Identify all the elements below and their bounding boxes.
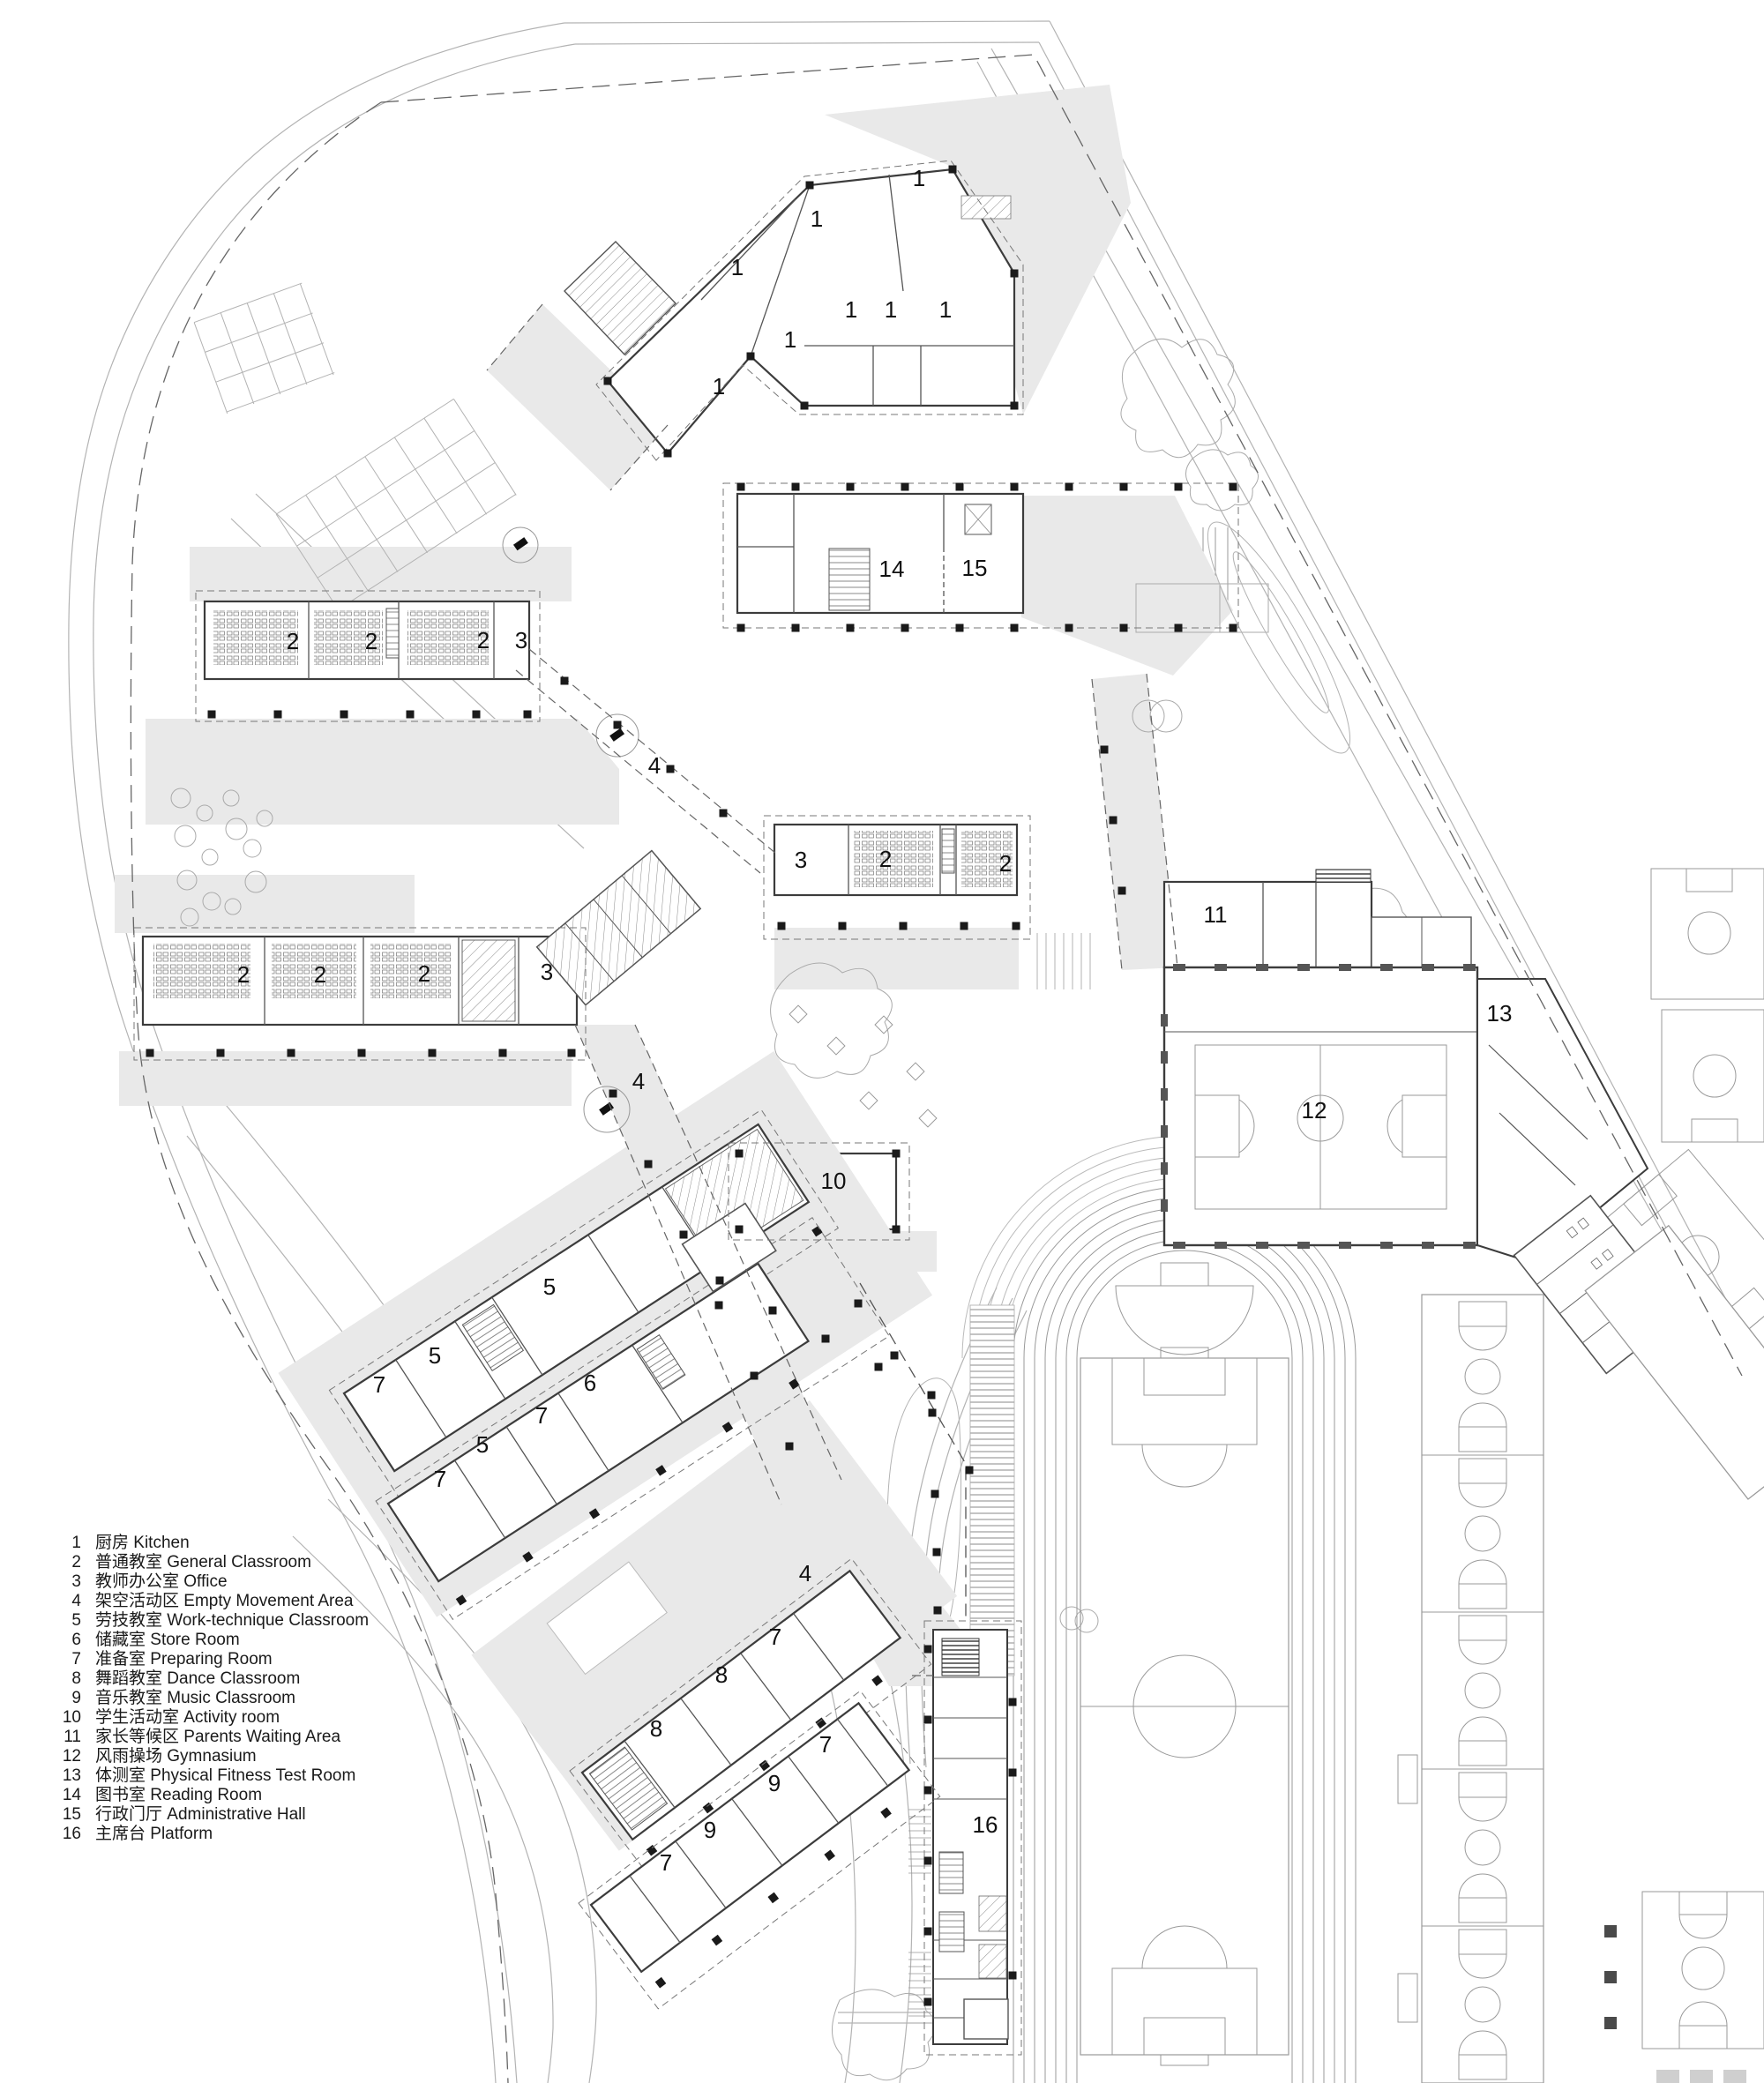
legend-item-number: 9 [71, 1689, 81, 1707]
room-number-label-7: 7 [535, 1402, 548, 1429]
legend-item-text: 普通教室 General Classroom [95, 1553, 311, 1572]
legend-item-7: 7 准备室 Preparing Room [53, 1650, 369, 1669]
room-number-label-2: 2 [418, 960, 430, 987]
legend-item-text: 风雨操场 Gymnasium [95, 1747, 257, 1766]
room-number-label-5: 5 [543, 1273, 556, 1300]
room-number-label-1: 1 [731, 254, 744, 280]
room-number-label-2: 2 [477, 627, 490, 653]
legend-item-16: 16 主席台 Platform [53, 1825, 369, 1844]
legend-item-text: 舞蹈教室 Dance Classroom [95, 1669, 301, 1688]
room-number-label-9: 9 [704, 1817, 716, 1843]
legend-item-5: 5 劳技教室 Work-technique Classroom [53, 1611, 369, 1631]
legend-item-text: 教师办公室 Office [95, 1572, 228, 1591]
legend-item-3: 3 教师办公室 Office [53, 1572, 369, 1592]
room-number-label-7: 7 [660, 1849, 672, 1876]
legend-item-number: 1 [71, 1534, 81, 1552]
legend-item-12: 12 风雨操场 Gymnasium [53, 1747, 369, 1766]
room-number-label-1: 1 [845, 296, 857, 323]
room-number-label-2: 2 [879, 846, 892, 872]
legend-item-text: 主席台 Platform [95, 1825, 213, 1843]
legend-item-9: 9 音乐教室 Music Classroom [53, 1689, 369, 1708]
legend-item-1: 1 厨房 Kitchen [53, 1534, 369, 1553]
legend-item-text: 音乐教室 Music Classroom [95, 1689, 295, 1707]
legend-item-number: 7 [71, 1650, 81, 1669]
legend-item-number: 11 [64, 1728, 81, 1746]
room-number-label-6: 6 [584, 1370, 596, 1396]
room-number-label-2: 2 [999, 850, 1012, 877]
room-number-label-11: 11 [1204, 901, 1228, 928]
legend-item-number: 5 [71, 1611, 81, 1630]
legend: 1 厨房 Kitchen 2 普通教室 General Classroom 3 教师办公室… [53, 1534, 369, 1844]
legend-item-text: 储藏室 Store Room [95, 1631, 240, 1649]
room-number-label-7: 7 [819, 1731, 832, 1758]
room-number-label-1: 1 [939, 296, 952, 323]
room-number-label-5: 5 [476, 1431, 489, 1458]
room-number-label-10: 10 [821, 1168, 847, 1194]
legend-item-6: 6 储藏室 Store Room [53, 1631, 369, 1650]
legend-item-text: 劳技教室 Work-technique Classroom [95, 1611, 370, 1630]
room-number-label-2: 2 [237, 961, 250, 988]
legend-item-text: 行政门厅 Administrative Hall [95, 1805, 306, 1824]
legend-item-4: 4 架空活动区 Empty Movement Area [53, 1592, 369, 1611]
room-number-label-4: 4 [799, 1560, 811, 1587]
legend-item-text: 图书室 Reading Room [95, 1786, 263, 1804]
legend-item-number: 12 [62, 1747, 81, 1766]
room-number-label-9: 9 [768, 1770, 781, 1796]
legend-item-14: 14 图书室 Reading Room [53, 1786, 369, 1805]
room-number-label-15: 15 [962, 555, 988, 581]
legend-item-11: 11 家长等候区 Parents Waiting Area [53, 1728, 369, 1747]
dashed-canopy-layer [130, 54, 1743, 2083]
legend-item-text: 家长等候区 Parents Waiting Area [95, 1728, 341, 1746]
landscape-layer [170, 282, 1415, 2081]
room-number-label-3: 3 [515, 627, 527, 653]
legend-item-number: 13 [62, 1766, 81, 1785]
legend-item-10: 10 学生活动室 Activity room [53, 1708, 369, 1728]
buildings-layer [141, 168, 1764, 2045]
legend-item-number: 6 [71, 1631, 81, 1649]
legend-item-text: 体测室 Physical Fitness Test Room [95, 1766, 356, 1785]
room-number-label-14: 14 [879, 556, 905, 582]
room-number-label-8: 8 [650, 1715, 662, 1742]
legend-item-number: 2 [71, 1553, 81, 1572]
room-number-label-8: 8 [715, 1661, 728, 1688]
columns-layer [146, 165, 1237, 2006]
room-number-label-2: 2 [314, 961, 326, 988]
room-number-label-7: 7 [434, 1466, 446, 1492]
legend-item-text: 架空活动区 Empty Movement Area [95, 1592, 354, 1610]
legend-item-text: 厨房 Kitchen [95, 1534, 190, 1552]
room-number-label-2: 2 [365, 628, 377, 654]
room-number-label-1: 1 [713, 373, 725, 399]
legend-item-text: 学生活动室 Activity room [95, 1708, 280, 1727]
room-number-label-1: 1 [913, 165, 925, 191]
legend-item-number: 8 [71, 1669, 81, 1688]
room-number-label-7: 7 [769, 1624, 781, 1650]
legend-item-number: 10 [62, 1708, 81, 1727]
legend-item-number: 15 [62, 1805, 81, 1824]
room-number-label-4: 4 [648, 752, 661, 779]
room-number-label-1: 1 [811, 205, 823, 232]
legend-item-number: 3 [71, 1572, 81, 1591]
legend-item-number: 14 [62, 1786, 81, 1804]
legend-item-13: 13 体测室 Physical Fitness Test Room [53, 1766, 369, 1786]
room-number-label-16: 16 [973, 1811, 998, 1838]
legend-item-8: 8 舞蹈教室 Dance Classroom [53, 1669, 369, 1689]
room-number-label-1: 1 [885, 296, 897, 323]
room-number-label-7: 7 [373, 1371, 385, 1398]
legend-item-number: 4 [71, 1592, 81, 1610]
legend-item-number: 16 [62, 1825, 81, 1843]
room-number-label-13: 13 [1487, 1000, 1513, 1027]
legend-item-15: 15 行政门厅 Administrative Hall [53, 1805, 369, 1825]
room-number-label-1: 1 [784, 326, 796, 353]
room-number-label-3: 3 [541, 959, 553, 985]
legend-item-2: 2 普通教室 General Classroom [53, 1553, 369, 1572]
room-number-label-12: 12 [1302, 1097, 1327, 1124]
room-number-label-2: 2 [287, 628, 299, 654]
room-number-label-3: 3 [795, 847, 807, 873]
room-number-label-5: 5 [429, 1342, 441, 1369]
room-number-label-4: 4 [632, 1068, 645, 1094]
legend-item-text: 准备室 Preparing Room [95, 1650, 273, 1669]
